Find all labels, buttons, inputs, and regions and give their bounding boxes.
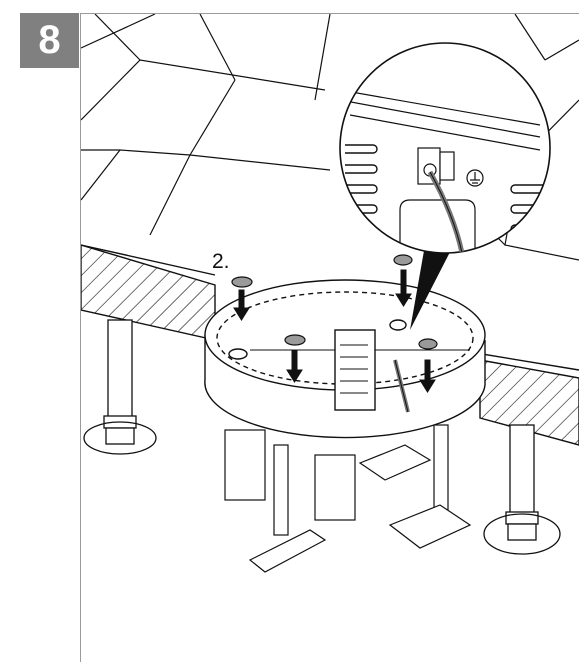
- zoom-callout: [410, 245, 450, 330]
- step-number-badge: 8: [20, 13, 79, 68]
- adjustable-legs: [224, 424, 472, 573]
- top-border: [80, 13, 579, 14]
- vent-slots: [345, 144, 545, 234]
- zoom-detail: [339, 42, 551, 254]
- ground-symbol-icon: [466, 169, 484, 187]
- inner-bracket: [334, 329, 376, 411]
- pedestal-left: [83, 319, 157, 455]
- floor-slab-right: [469, 351, 579, 446]
- studs: [231, 254, 438, 350]
- step-number: 8: [38, 18, 61, 62]
- left-border: [80, 13, 81, 662]
- sub-step-label: 2.: [212, 250, 230, 273]
- down-arrow-icon: [233, 269, 436, 393]
- pedestal-right: [483, 424, 561, 555]
- assembly-illustration: [81, 14, 579, 573]
- junction-ring: [204, 279, 486, 439]
- floor-slab-left: [81, 244, 216, 341]
